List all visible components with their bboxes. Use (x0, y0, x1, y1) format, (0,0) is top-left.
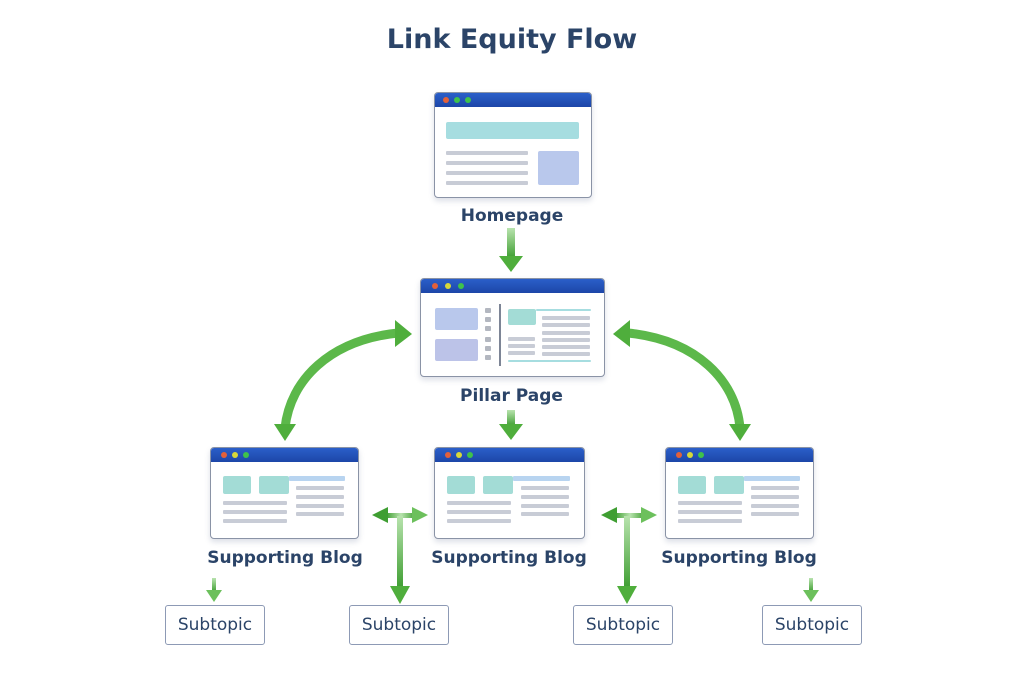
arrow-right-blog-to-subtopic (803, 578, 819, 602)
subtopic-box[interactable]: Subtopic (349, 605, 449, 645)
text-line (446, 151, 528, 155)
window-titlebar (421, 279, 604, 293)
supporting-blog-window-right[interactable] (665, 447, 814, 539)
arrow-blog-link-left (372, 507, 428, 604)
text-line (542, 316, 590, 320)
diagram-title: Link Equity Flow (386, 24, 638, 55)
maximize-dot-icon (467, 452, 473, 458)
supporting-blog-label-right: Supporting Blog (661, 548, 817, 568)
divider (499, 304, 501, 366)
image-block (435, 339, 478, 361)
subtopic-box[interactable]: Subtopic (762, 605, 862, 645)
text-line (542, 331, 590, 335)
pillar-page-label: Pillar Page (460, 386, 563, 406)
minimize-dot-icon (445, 283, 451, 289)
text-line (446, 181, 528, 185)
homepage-label: Homepage (460, 206, 564, 226)
subtopic-box[interactable]: Subtopic (573, 605, 673, 645)
feature-block (508, 309, 536, 325)
maximize-dot-icon (243, 452, 249, 458)
supporting-blog-window-center[interactable] (434, 447, 585, 539)
maximize-dot-icon (465, 97, 471, 103)
subtopic-box[interactable]: Subtopic (165, 605, 265, 645)
window-titlebar (435, 93, 591, 107)
minimize-dot-icon (687, 452, 693, 458)
arrow-left-blog-to-subtopic (206, 578, 222, 602)
arrow-pillar-left-blog-bidirectional (274, 320, 412, 441)
text-line (542, 345, 590, 349)
minimize-dot-icon (456, 452, 462, 458)
text-line (542, 352, 590, 356)
arrow-pillar-right-blog-bidirectional (613, 320, 751, 441)
supporting-blog-label-left: Supporting Blog (207, 548, 363, 568)
arrow-blog-link-right (601, 507, 657, 604)
maximize-dot-icon (458, 283, 464, 289)
homepage-window[interactable] (434, 92, 592, 198)
text-line (542, 323, 590, 327)
close-dot-icon (445, 452, 451, 458)
close-dot-icon (676, 452, 682, 458)
image-block (538, 151, 579, 185)
close-dot-icon (221, 452, 227, 458)
supporting-blog-label-center: Supporting Blog (431, 548, 587, 568)
text-line (542, 338, 590, 342)
arrow-pillar-to-center-blog (499, 410, 523, 440)
image-block (435, 308, 478, 330)
text-line (446, 161, 528, 165)
nav-dots (485, 308, 491, 360)
supporting-blog-window-left[interactable] (210, 447, 359, 539)
close-dot-icon (432, 283, 438, 289)
hero-block (446, 122, 579, 139)
arrow-home-to-pillar (499, 228, 523, 272)
close-dot-icon (443, 97, 449, 103)
maximize-dot-icon (698, 452, 704, 458)
pillar-page-window[interactable] (420, 278, 605, 377)
minimize-dot-icon (454, 97, 460, 103)
minimize-dot-icon (232, 452, 238, 458)
text-line (446, 171, 528, 175)
